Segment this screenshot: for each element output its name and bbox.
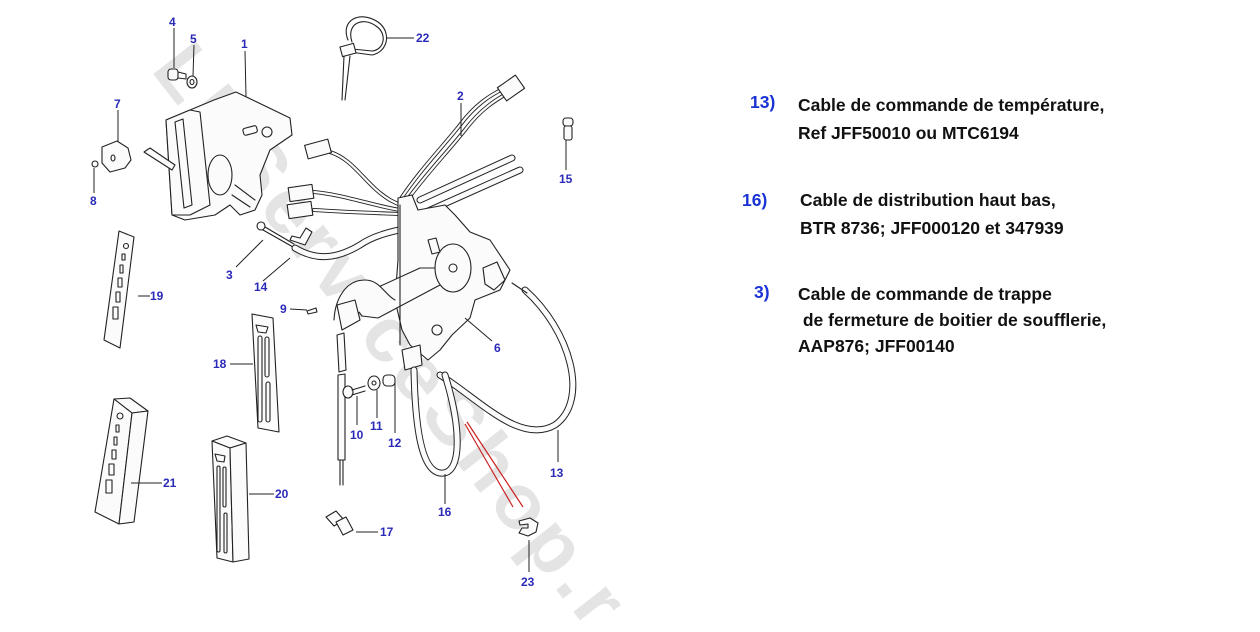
part-15-clip — [562, 117, 574, 141]
part-6-lever-bracket — [333, 194, 511, 371]
part-5-washer — [186, 75, 198, 89]
part-rod — [336, 332, 347, 486]
callout-18: 18 — [213, 357, 227, 371]
callout-21: 21 — [163, 476, 177, 490]
callout-19: 19 — [150, 289, 164, 303]
callout-15: 15 — [559, 172, 573, 186]
part-1-control-bracket — [143, 91, 293, 221]
part-21-panel-block — [94, 397, 149, 525]
note-number: 3) — [754, 282, 770, 302]
part-16-distribution-cable — [410, 366, 461, 477]
red-pointer-lines — [464, 421, 524, 508]
callout-20: 20 — [275, 487, 289, 501]
callout-12: 12 — [388, 436, 402, 450]
callout-22: 22 — [416, 31, 430, 45]
callout-16: 16 — [438, 505, 452, 519]
part-18-panel — [251, 313, 280, 433]
note-number: 16) — [742, 190, 768, 210]
note-line: Cable de commande de température, — [798, 95, 1105, 115]
note-line: de fermeture de boitier de soufflerie, — [798, 310, 1107, 330]
callout-1: 1 — [241, 37, 248, 51]
part-9-screw — [306, 307, 318, 315]
part-13-temperature-cable — [436, 282, 577, 434]
callout-7: 7 — [114, 97, 121, 111]
note-line: BTR 8736; JFF000120 et 347939 — [800, 218, 1064, 238]
leader-lines — [93, 28, 567, 572]
part-19-panel — [103, 230, 135, 349]
parts-diagram: LRServiceShop.r — [90, 15, 648, 632]
callout-8: 8 — [90, 194, 97, 208]
callout-9: 9 — [280, 302, 287, 316]
note-line: Cable de commande de trappe — [798, 284, 1052, 304]
part-7-knob — [101, 140, 132, 173]
part-20-panel-block — [211, 435, 250, 563]
note-number: 13) — [750, 92, 776, 112]
part-3-cable — [256, 221, 414, 261]
callout-6: 6 — [494, 341, 501, 355]
callouts: 4 5 1 7 8 22 2 15 3 14 9 19 18 6 10 11 1… — [90, 15, 573, 589]
note-line: Cable de distribution haut bas, — [800, 190, 1056, 210]
part-4-bolt — [167, 68, 187, 81]
part-10-screw — [342, 385, 366, 399]
part-11-washer — [367, 375, 381, 391]
part-12-spacer — [382, 374, 396, 387]
callout-5: 5 — [190, 32, 197, 46]
callout-4: 4 — [169, 15, 176, 29]
callout-23: 23 — [521, 575, 535, 589]
callout-11: 11 — [370, 419, 383, 433]
note-line: Ref JFF50010 ou MTC6194 — [798, 123, 1019, 143]
part-22-cable-tie — [339, 16, 388, 101]
part-14-clip — [289, 227, 313, 246]
part-8-screw — [91, 160, 99, 168]
part-17-bulb — [325, 510, 354, 536]
callout-3: 3 — [226, 268, 233, 282]
callout-17: 17 — [380, 525, 394, 539]
callout-2: 2 — [457, 89, 464, 103]
callout-14: 14 — [254, 280, 268, 294]
part-23-clip — [518, 517, 539, 537]
callout-10: 10 — [350, 428, 364, 442]
note-line: AAP876; JFF00140 — [798, 336, 955, 356]
callout-13: 13 — [550, 466, 564, 480]
part-2-wiring-harness — [286, 74, 526, 220]
parts-notes: 13) Cable de commande de température, Re… — [730, 0, 1250, 632]
